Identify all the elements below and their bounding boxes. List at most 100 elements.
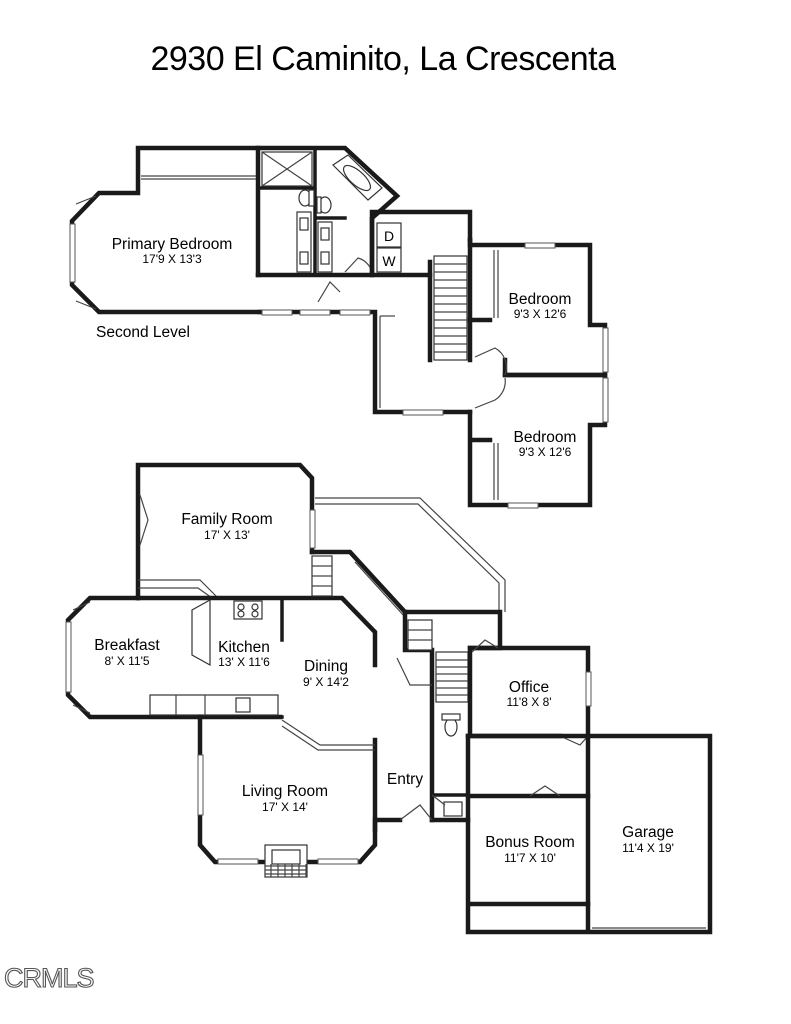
bath-walls — [255, 145, 401, 278]
window — [217, 858, 259, 865]
upper-landing-stairs — [407, 619, 433, 651]
primary-bedroom-name: Primary Bedroom — [112, 236, 233, 253]
stair-treads — [434, 263, 467, 353]
door-swing — [344, 257, 373, 273]
window — [602, 327, 609, 373]
plan-title: 2930 El Caminito, La Crescenta — [150, 40, 616, 78]
kitchen-island — [191, 599, 211, 667]
second-level: D W — [69, 145, 609, 509]
door-swing — [317, 281, 341, 303]
counter — [149, 694, 279, 716]
stove — [233, 600, 263, 620]
garage-walls — [465, 733, 713, 935]
shower-line — [261, 151, 313, 187]
office-name: Office — [509, 679, 549, 696]
toilet — [444, 717, 458, 737]
dryer — [376, 222, 402, 248]
window — [309, 509, 316, 549]
window — [402, 409, 444, 416]
family-room-angled — [315, 503, 500, 612]
dryer-label: D — [384, 228, 394, 244]
sink — [320, 251, 330, 265]
fireplace-hearth — [265, 864, 307, 877]
window-line — [75, 300, 97, 310]
family-room-angled — [315, 497, 506, 612]
toilet-tank — [441, 713, 461, 721]
door-swing — [139, 494, 149, 546]
garage-dims: 11'4 X 19' — [622, 841, 674, 855]
burner — [251, 603, 259, 611]
kitchen-name: Kitchen — [218, 639, 270, 656]
first-level — [65, 462, 713, 935]
living-room-dims: 17' X 14' — [262, 800, 308, 814]
sink — [320, 227, 330, 241]
toilet-tank — [316, 196, 322, 214]
kitchen-sink — [235, 697, 251, 713]
bedroom-2-walls — [467, 372, 608, 508]
garage-name: Garage — [622, 824, 674, 841]
breakfast-name: Breakfast — [94, 637, 160, 654]
bedroom-1-dims: 9'3 X 12'6 — [514, 307, 567, 321]
door-swing — [559, 735, 589, 746]
living-room-name: Living Room — [242, 783, 328, 800]
washer-label: W — [382, 253, 396, 269]
window — [602, 377, 609, 423]
living-angled — [281, 719, 375, 751]
dining-name: Dining — [304, 658, 348, 675]
door-swing — [431, 794, 446, 806]
window — [299, 309, 331, 316]
family-room-name: Family Room — [181, 511, 272, 528]
bonus-room-dims: 11'7 X 10' — [504, 851, 556, 865]
window — [317, 858, 359, 865]
burner — [237, 610, 245, 618]
powder-sink — [443, 801, 463, 817]
second-level-label: Second Level — [96, 324, 190, 341]
burner — [237, 603, 245, 611]
primary-bedroom-dims: 17'9 X 13'3 — [142, 252, 202, 266]
primary-bedroom-walls — [69, 145, 263, 315]
window-line — [75, 195, 97, 205]
window — [339, 309, 371, 316]
kitchen-dims: 13' X 11'6 — [218, 655, 270, 669]
window-line — [72, 704, 91, 714]
city-text: , La Crescenta — [401, 40, 616, 78]
stair-walls — [427, 237, 473, 363]
entry-name: Entry — [387, 771, 423, 788]
family-room-dims: 17' X 13' — [204, 528, 250, 542]
door-swing — [471, 639, 499, 653]
bedroom-2-dims: 9'3 X 12'6 — [519, 445, 572, 459]
counter-line — [138, 579, 219, 599]
window-line — [72, 601, 91, 611]
bonus-room-walls — [467, 793, 591, 907]
window — [261, 309, 293, 316]
burner — [251, 610, 259, 618]
bedroom-2-name: Bedroom — [514, 429, 577, 446]
washer — [376, 247, 402, 273]
tub-basin — [342, 164, 372, 192]
bonus-room-name: Bonus Room — [485, 834, 575, 851]
window — [585, 671, 592, 707]
kitchen-walls — [135, 595, 378, 668]
door-swing — [396, 657, 432, 686]
office-dims: 11'8 X 8' — [506, 695, 551, 709]
toilet-tank — [308, 189, 315, 207]
entry-front-wall — [372, 817, 403, 833]
bedroom-1-name: Bedroom — [509, 291, 572, 308]
dining-dims: 9' X 14'2 — [303, 675, 349, 689]
window — [524, 242, 556, 249]
door-swing — [399, 804, 433, 821]
dining-angled — [354, 561, 406, 618]
door-swing — [474, 347, 507, 376]
window — [197, 754, 204, 816]
breakfast-dims: 8' X 11'5 — [104, 654, 149, 668]
address-text: 2930 El Caminito — [150, 40, 401, 78]
stair-treads — [436, 659, 468, 696]
door-swing — [474, 377, 506, 409]
window — [65, 621, 72, 693]
laundry-walls — [369, 209, 473, 278]
crmls-watermark: CRMLS — [4, 963, 94, 993]
sink — [299, 217, 309, 231]
upper-stairs — [433, 255, 468, 361]
window — [69, 223, 76, 283]
